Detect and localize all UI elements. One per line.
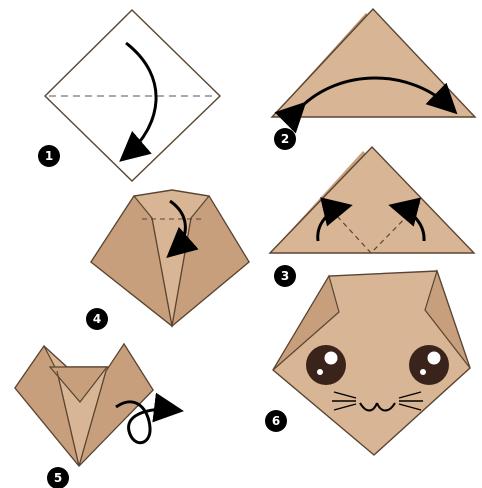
step-label: 6	[272, 414, 280, 428]
step-label: 3	[281, 269, 289, 283]
step-badge-5: 5	[47, 467, 69, 488]
step-badge-1: 1	[38, 145, 60, 167]
step-3-diagram	[270, 147, 474, 253]
right-eye	[409, 345, 449, 385]
step-badge-3: 3	[274, 265, 296, 287]
step-label: 2	[281, 132, 289, 146]
step-6-diagram	[273, 271, 470, 455]
step-4-diagram	[91, 190, 249, 326]
left-eye	[306, 345, 346, 385]
step-label: 4	[93, 312, 101, 326]
step-1-diagram	[45, 10, 220, 181]
step-label: 1	[45, 149, 53, 163]
step-badge-4: 4	[86, 308, 108, 330]
step-badge-2: 2	[274, 128, 296, 150]
step-label: 5	[54, 471, 62, 485]
step-badge-6: 6	[265, 410, 287, 432]
triangle-ears-fold	[270, 147, 474, 253]
step-5-diagram	[15, 344, 175, 466]
step-2-diagram	[272, 9, 475, 117]
